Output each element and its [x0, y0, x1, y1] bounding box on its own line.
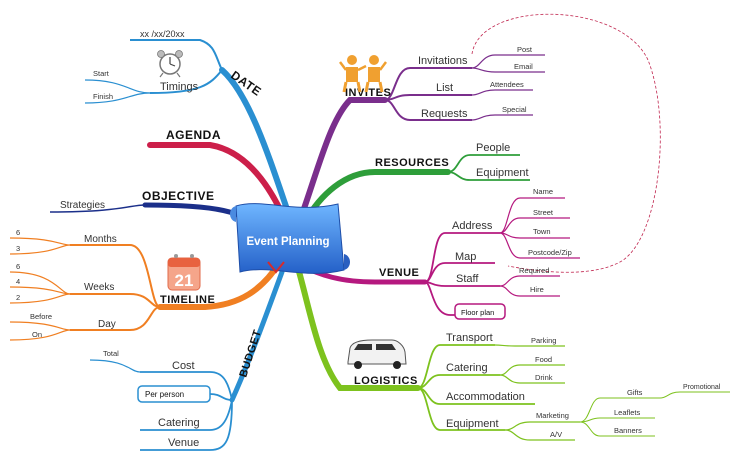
address-label: Address — [452, 220, 493, 232]
invites-label: INVITES — [345, 87, 391, 99]
accommodation-label: Accommodation — [446, 391, 525, 403]
people-label: People — [476, 142, 510, 154]
weeks-label: Weeks — [84, 282, 114, 293]
finish-label: Finish — [93, 92, 113, 101]
staff-label: Staff — [456, 273, 479, 285]
central-topic[interactable]: Event Planning — [230, 203, 350, 274]
marketing-label: Marketing — [536, 411, 569, 420]
map-label: Map — [455, 251, 476, 263]
objective-label: OBJECTIVE — [142, 189, 215, 203]
budget-venue-label: Venue — [168, 437, 199, 449]
requests-label: Requests — [421, 108, 468, 120]
total-label: Total — [103, 349, 119, 358]
street-label: Street — [533, 208, 554, 217]
banners-label: Banners — [614, 426, 642, 435]
required-label: Required — [519, 266, 549, 275]
weeks-value-3: 2 — [16, 293, 20, 302]
promotional-label: Promotional — [683, 384, 721, 391]
agenda-label: AGENDA — [166, 128, 221, 142]
logistics-equipment-label: Equipment — [446, 418, 499, 430]
invites-venue-dashed-link — [471, 13, 661, 273]
central-topic-label: Event Planning — [246, 236, 329, 248]
branch-invites[interactable]: INVITES Invitations List Requests Post E… — [297, 45, 545, 223]
equipment-label: Equipment — [476, 167, 529, 179]
branch-logistics[interactable]: LOGISTICS Transport Catering Accommodati… — [295, 265, 730, 441]
people-icon — [339, 55, 387, 93]
cost-label: Cost — [172, 360, 195, 372]
branch-agenda[interactable]: AGENDA — [147, 128, 288, 223]
resources-label: RESOURCES — [375, 157, 449, 169]
attendees-label: Attendees — [490, 80, 524, 89]
special-label: Special — [502, 105, 527, 114]
calendar-icon: 21 — [167, 254, 201, 291]
branch-date[interactable]: DATE xx /xx/20xx Timings Start Finish — [84, 29, 293, 221]
alarm-clock-icon — [157, 50, 183, 78]
calendar-number: 21 — [175, 271, 194, 290]
weeks-value-2: 4 — [16, 277, 20, 286]
budget-catering-label: Catering — [158, 417, 200, 429]
branch-timeline[interactable]: TIMELINE Months Weeks Day 6 3 6 4 2 Befo… — [9, 228, 283, 341]
parking-label: Parking — [531, 336, 556, 345]
floor-plan-box[interactable] — [454, 303, 506, 320]
timings-label: Timings — [160, 81, 199, 93]
hire-label: Hire — [530, 285, 544, 294]
email-label: Email — [514, 62, 533, 71]
months-value-2: 3 — [16, 244, 20, 253]
list-label: List — [436, 82, 453, 94]
branch-objective[interactable]: OBJECTIVE Strategies — [49, 189, 265, 231]
town-label: Town — [533, 227, 551, 236]
day-value-on: On — [32, 330, 42, 339]
weeks-value-1: 6 — [16, 262, 20, 271]
date-value: xx /xx/20xx — [140, 29, 185, 39]
floor-plan-label: Floor plan — [461, 308, 494, 317]
post-label: Post — [517, 45, 533, 54]
strategies-label: Strategies — [60, 200, 105, 211]
av-label: A/V — [550, 430, 562, 439]
per-person-box[interactable] — [137, 385, 211, 403]
start-label: Start — [93, 69, 110, 78]
months-label: Months — [84, 234, 117, 245]
venue-label: VENUE — [379, 267, 419, 279]
van-icon — [347, 339, 407, 369]
food-label: Food — [535, 355, 552, 364]
months-value-1: 6 — [16, 228, 20, 237]
leaflets-label: Leaflets — [614, 408, 641, 417]
logistics-catering-label: Catering — [446, 362, 488, 374]
name-label: Name — [533, 187, 553, 196]
branch-resources[interactable]: RESOURCES People Equipment — [302, 142, 530, 225]
day-label: Day — [98, 319, 116, 330]
gifts-label: Gifts — [627, 388, 643, 397]
invitations-label: Invitations — [418, 55, 468, 67]
drink-label: Drink — [535, 373, 553, 382]
per-person-label: Per person — [145, 390, 184, 399]
postcode-label: Postcode/Zip — [528, 248, 572, 257]
logistics-label: LOGISTICS — [354, 375, 418, 387]
transport-label: Transport — [446, 332, 493, 344]
budget-label: BUDGET — [237, 328, 264, 379]
timeline-label: TIMELINE — [160, 294, 215, 306]
day-value-before: Before — [30, 312, 52, 321]
